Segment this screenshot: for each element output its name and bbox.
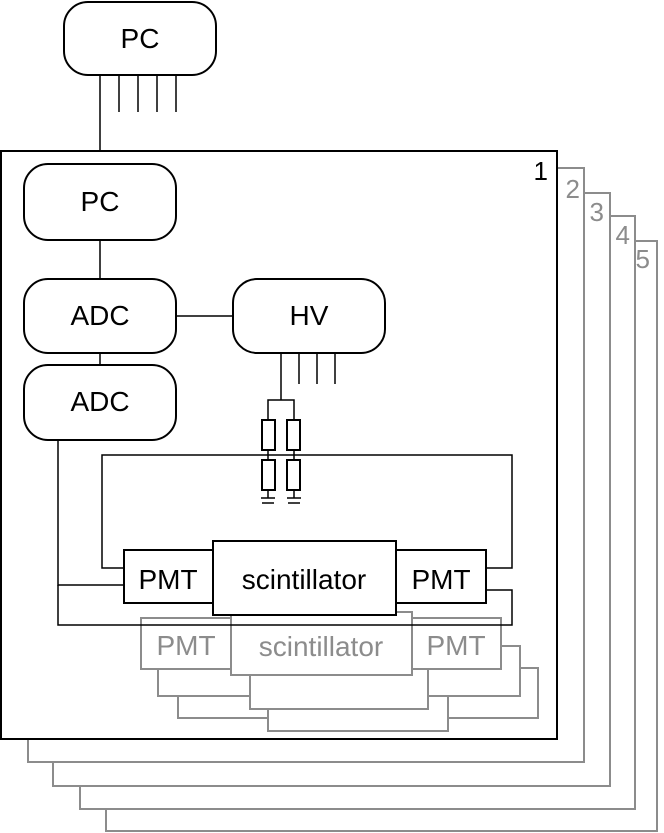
layer-2-number: 2 xyxy=(566,174,580,204)
pmt-right-label: PMT xyxy=(411,564,470,595)
adc-1-block: ADC xyxy=(23,278,177,354)
resistor-3 xyxy=(261,459,276,491)
layer-5-number: 5 xyxy=(636,244,650,274)
ghost-pmt-left-label: PMT xyxy=(156,630,215,661)
hv-box xyxy=(232,278,386,354)
scintillator xyxy=(212,540,397,616)
top-pc-box xyxy=(63,1,217,76)
top-pc: PC xyxy=(63,1,217,151)
adc-2-label: ADC xyxy=(70,386,129,417)
pc-block: PC xyxy=(23,163,177,241)
wiring xyxy=(57,240,513,626)
scintillator-label: scintillator xyxy=(242,564,366,595)
resistor-2 xyxy=(286,419,301,451)
top-pc-label: PC xyxy=(121,23,160,54)
ghost-scintillator-label: scintillator xyxy=(259,631,383,662)
layer-1: 1 PMT scintillator PMT xyxy=(0,150,558,740)
adc-2-block: ADC xyxy=(23,364,177,441)
ghost-row: PMT scintillator PMT xyxy=(140,611,502,676)
ghost-pmt-right xyxy=(411,617,502,670)
pc-box xyxy=(23,163,177,241)
voltage-divider xyxy=(261,419,301,504)
resistor-1 xyxy=(261,419,276,451)
hv-block: HV xyxy=(232,278,386,354)
pc-label: PC xyxy=(81,186,120,217)
layer-4-number: 4 xyxy=(616,220,630,250)
layer-1-number: 1 xyxy=(534,156,548,186)
layer-3-number: 3 xyxy=(590,197,604,227)
ghost-scintillator xyxy=(230,611,413,676)
detector-row: PMT scintillator PMT xyxy=(123,540,487,616)
pmt-right xyxy=(395,549,487,604)
adc-2-box xyxy=(23,364,177,441)
hv-label: HV xyxy=(290,300,329,331)
adc-1-label: ADC xyxy=(70,300,129,331)
adc-1-box xyxy=(23,278,177,354)
ghost-pmt-left xyxy=(140,617,232,670)
pmt-left-label: PMT xyxy=(138,564,197,595)
ghost-pmt-right-label: PMT xyxy=(426,630,485,661)
pmt-left xyxy=(123,549,214,604)
resistor-4 xyxy=(286,459,301,491)
